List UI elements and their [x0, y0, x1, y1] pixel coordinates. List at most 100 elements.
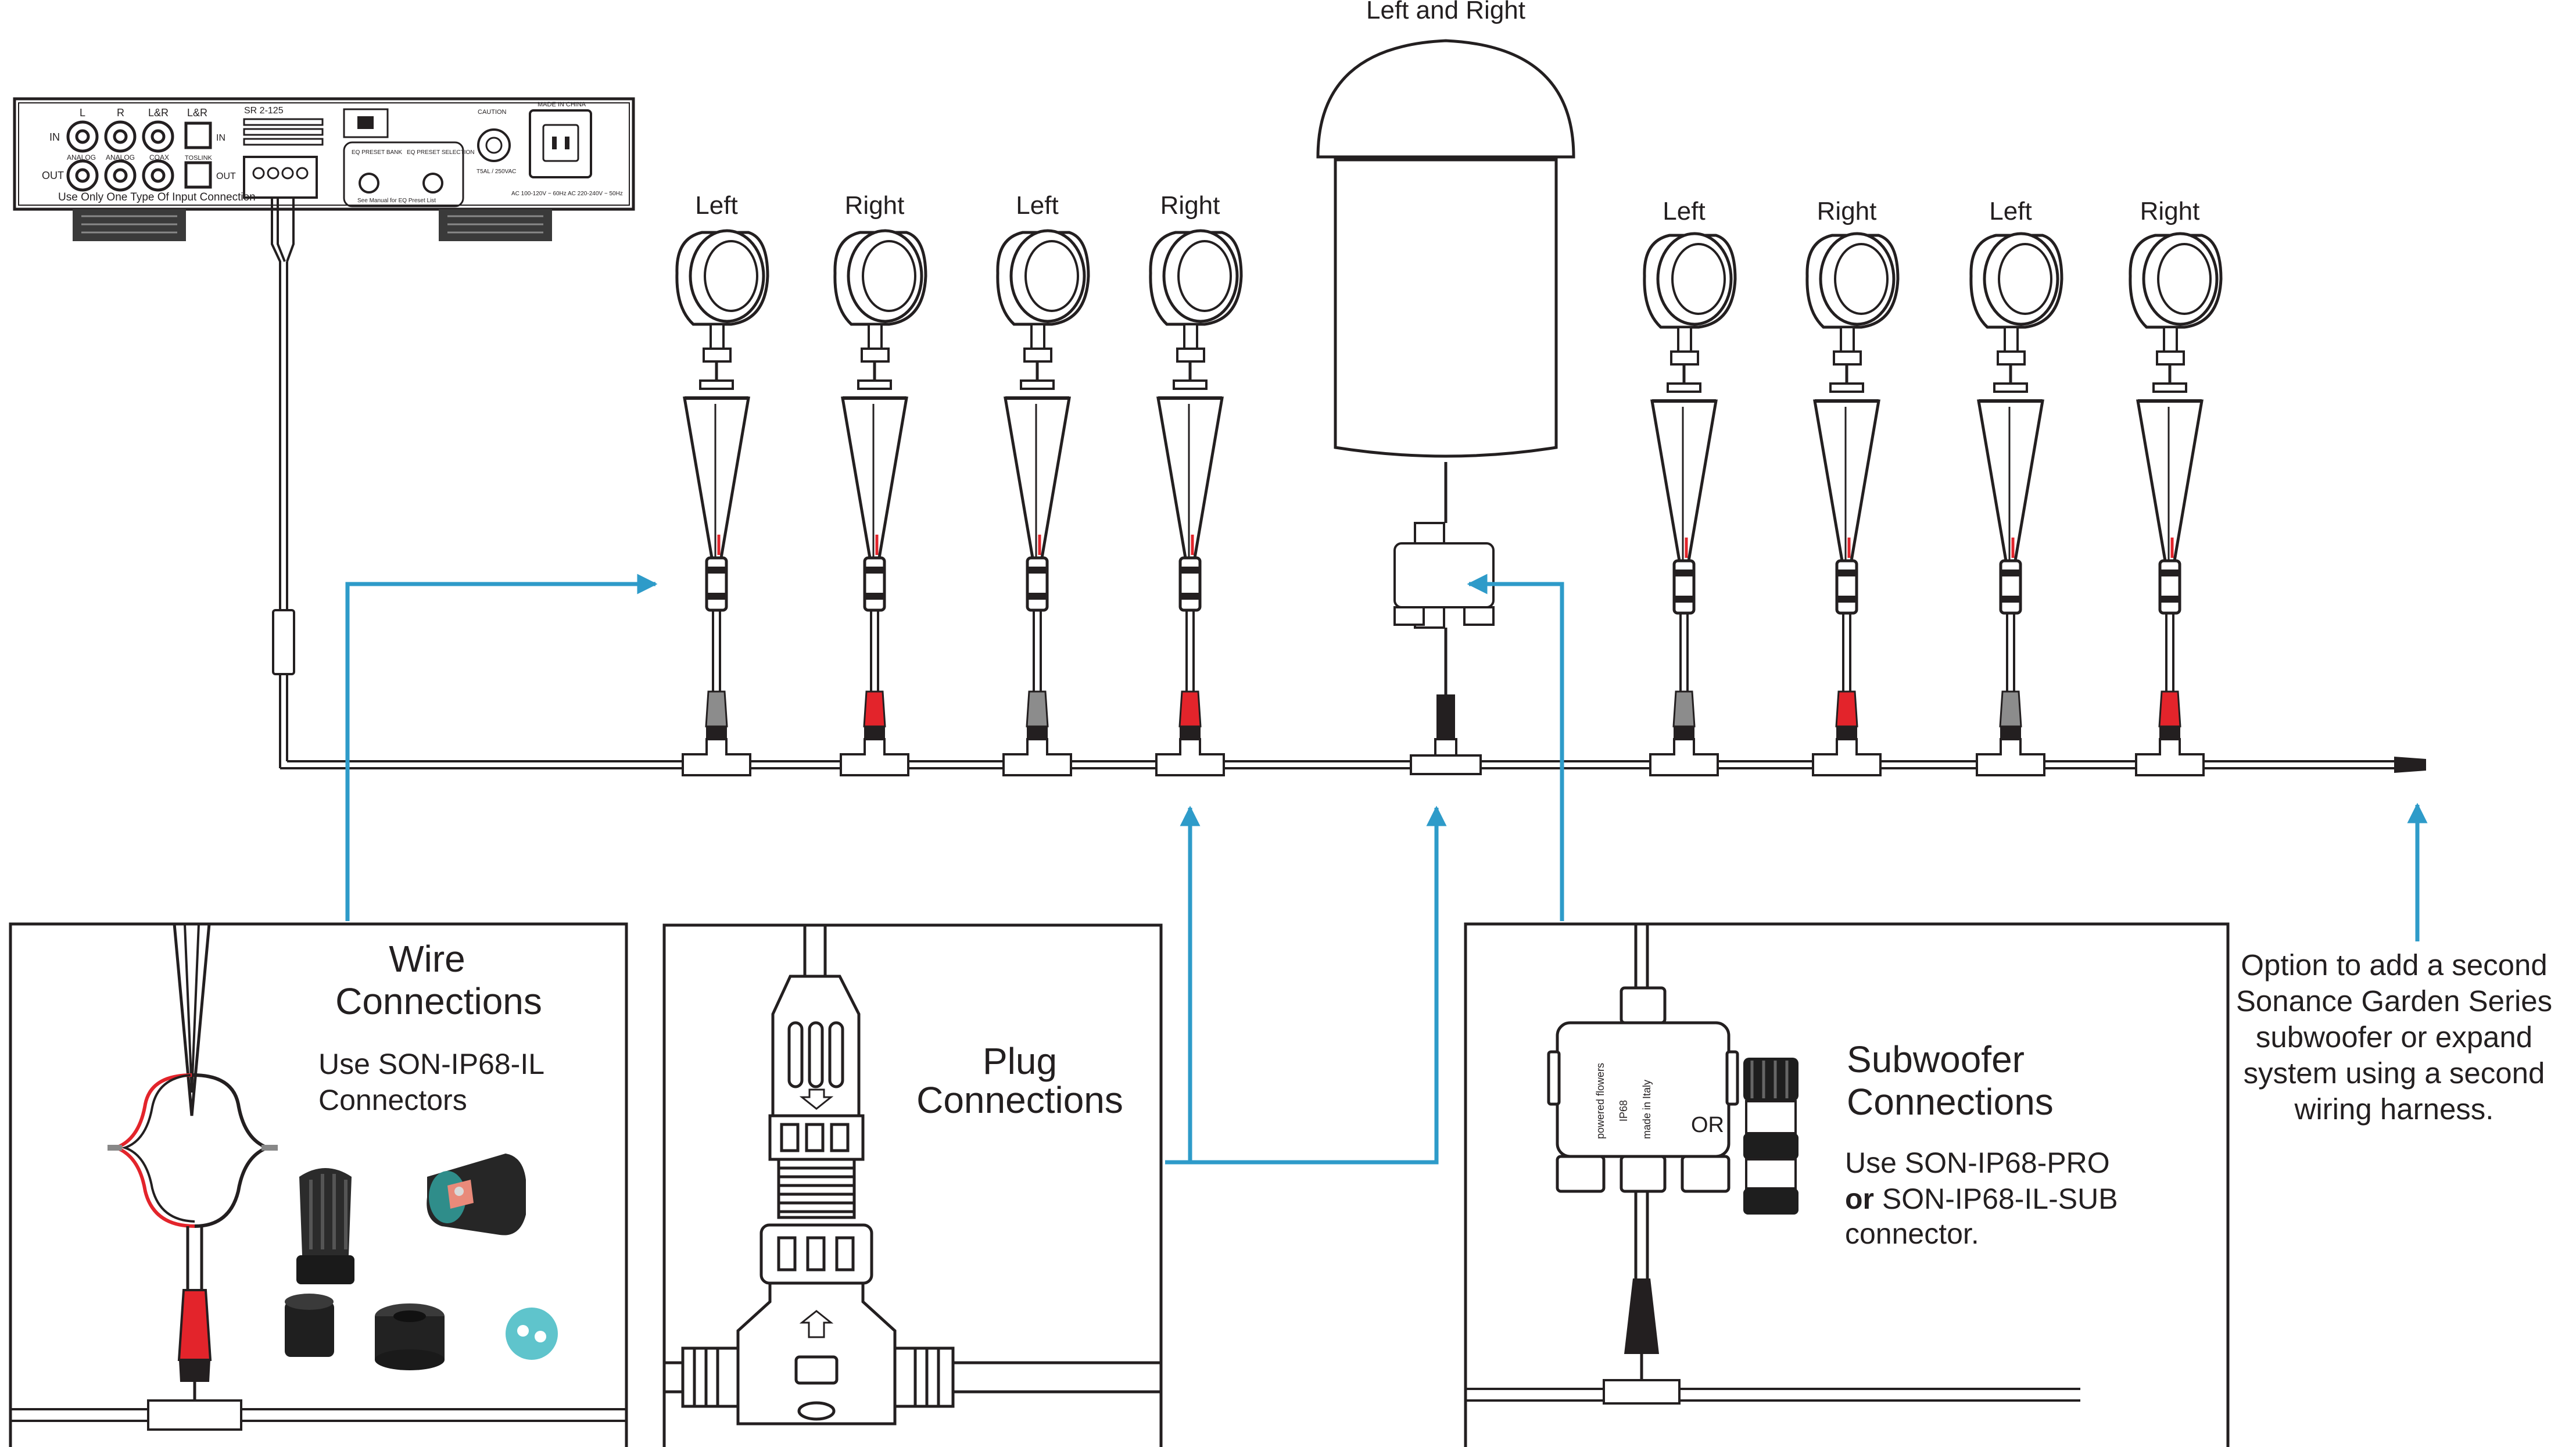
speaker-plug[interactable] — [2158, 690, 2181, 728]
option-note: Option to add a second Sonance Garden Se… — [2236, 948, 2552, 1126]
amp-label-analog: ANALOG — [67, 153, 96, 162]
speaker-inline-connector[interactable] — [1835, 559, 1858, 615]
eq-preset-knob[interactable] — [422, 173, 443, 194]
wire-note-1: Use SON-IP68-IL — [318, 1048, 544, 1080]
speaker-plug[interactable] — [1999, 690, 2022, 728]
sub-title-2: Connections — [1847, 1081, 2054, 1123]
amp-switch[interactable] — [343, 108, 389, 138]
amp-label-out: OUT — [42, 170, 64, 181]
amp-power-rating: AC 100-120V ~ 60Hz AC 220-240V ~ 50Hz — [511, 191, 623, 197]
speaker-4: Right — [1149, 191, 1243, 776]
speaker-inline-connector[interactable] — [1999, 559, 2022, 615]
speaker-stake — [1813, 399, 1880, 563]
speaker-stake — [841, 396, 908, 560]
option-note-line-1: Option to add a second — [2241, 948, 2547, 982]
option-note-line-5: wiring harness. — [2294, 1093, 2494, 1126]
panel-wire-connections: Wire Connections Use SON-IP68-IL Connect… — [9, 922, 628, 1447]
amp-speaker-terminals[interactable] — [243, 156, 318, 199]
sub-note-3: connector. — [1845, 1217, 1979, 1250]
speakers: Left Right Left Right Left Right Left Right — [675, 191, 2223, 776]
arrow-sub-connections — [1467, 574, 1564, 921]
speaker-label: Left — [695, 191, 737, 220]
subwoofer-plug[interactable] — [1436, 694, 1455, 740]
main-harness-cable — [280, 760, 2400, 769]
amp-eq-panel: EQ PRESET BANK EQ PRESET SELECTION See M… — [343, 141, 475, 207]
subwoofer: Left and Right — [1316, 0, 1575, 775]
speaker-label: Right — [1817, 197, 1877, 225]
or-label: OR — [1691, 1113, 1724, 1137]
amp-made-in: MADE IN CHINA — [538, 101, 586, 108]
amp-eq-bank: EQ PRESET BANK — [352, 149, 402, 156]
eq-bank-knob[interactable] — [359, 173, 379, 194]
amp-label-analog-2: ANALOG — [106, 153, 135, 162]
amp-footer-note: Use Only One Type Of Input Connection — [58, 191, 256, 203]
speaker-inline-connector[interactable] — [1026, 556, 1049, 612]
junction-made: made in Italy — [1641, 1080, 1653, 1139]
junction-brand: powered flowers — [1595, 1063, 1606, 1139]
arrow-wire-connections — [345, 574, 658, 921]
speaker-2: Right — [833, 191, 927, 776]
speaker-label: Right — [1160, 191, 1220, 220]
amp-label-in: IN — [49, 131, 60, 143]
amp-input-jacks[interactable] — [66, 120, 212, 192]
panel-plug-connections: Plug Connections — [662, 923, 1163, 1447]
sub-note-2-rest: SON-IP68-IL-SUB — [1874, 1183, 2118, 1215]
amplifier: L R L&R L&R IN OUT IN OUT ANALOG ANALOG … — [13, 97, 635, 241]
speaker-label: Left — [1989, 197, 2032, 225]
amp-model: SR 2-125 — [244, 106, 284, 116]
harness-end-cap — [2394, 757, 2426, 773]
option-note-line-3: subwoofer or expand — [2256, 1020, 2532, 1054]
speaker-plug[interactable] — [1672, 690, 1696, 728]
subwoofer-tee[interactable] — [1410, 738, 1482, 775]
speaker-plug[interactable] — [1026, 690, 1049, 728]
harness-tee[interactable] — [840, 738, 909, 776]
speaker-inline-connector[interactable] — [1672, 559, 1696, 615]
amp-label-in-2: IN — [216, 133, 225, 143]
amp-label-lr: L&R — [148, 107, 169, 119]
speaker-8: Right — [2129, 197, 2223, 776]
amp-fuse-rating: T5AL / 250VAC — [476, 169, 516, 175]
amp-label-r: R — [117, 107, 124, 119]
arrow-plug-to-sub — [1190, 805, 1447, 1165]
speaker-label: Right — [2140, 197, 2200, 225]
speaker-5: Left — [1643, 197, 1737, 776]
speaker-inline-connector[interactable] — [1178, 556, 1202, 612]
sub-note-or: or — [1845, 1183, 1874, 1215]
speaker-6: Right — [1805, 197, 1900, 776]
speaker-stake — [1004, 396, 1071, 560]
sub-note-2: or SON-IP68-IL-SUB — [1845, 1183, 2118, 1215]
amp-fuse[interactable] — [477, 128, 511, 162]
speaker-plug[interactable] — [705, 690, 728, 728]
speaker-inline-connector[interactable] — [2158, 559, 2181, 615]
speaker-inline-connector[interactable] — [705, 556, 728, 612]
speaker-stake — [1650, 399, 1718, 563]
speaker-plug[interactable] — [1178, 690, 1202, 728]
harness-tee[interactable] — [1649, 738, 1719, 776]
speaker-stake — [2136, 399, 2204, 563]
amp-caution: CAUTION — [478, 109, 507, 116]
amp-eq-note: See Manual for EQ Preset List — [357, 198, 436, 204]
junction-ip: IP68 — [1618, 1100, 1629, 1122]
speaker-plug[interactable] — [1835, 690, 1858, 728]
harness-tee[interactable] — [1002, 738, 1072, 776]
amp-power-inlet[interactable] — [529, 109, 592, 178]
harness-tee[interactable] — [1155, 738, 1225, 776]
wire-note-2: Connectors — [318, 1084, 467, 1116]
speaker-1: Left — [675, 191, 769, 776]
speaker-3: Left — [996, 191, 1090, 776]
speaker-inline-connector[interactable] — [863, 556, 886, 612]
harness-tee[interactable] — [2135, 738, 2205, 776]
harness-tee[interactable] — [1976, 738, 2045, 776]
callout-arrows — [345, 574, 2428, 1165]
panel-subwoofer-connections: powered flowers IP68 made in Italy OR Su… — [1464, 922, 2230, 1447]
son-ip68-il-sub-connector — [1743, 1058, 1798, 1215]
speaker-plug[interactable] — [863, 690, 886, 728]
amp-label-out-2: OUT — [216, 171, 236, 181]
option-note-line-4: system using a second — [2244, 1056, 2545, 1090]
speaker-stake — [1156, 396, 1224, 560]
amp-eq-preset: EQ PRESET SELECTION — [407, 149, 475, 156]
amp-label-toslink: TOSLINK — [185, 155, 213, 162]
harness-tee[interactable] — [1812, 738, 1882, 776]
harness-tee[interactable] — [682, 738, 751, 776]
sub-note-1: Use SON-IP68-PRO — [1845, 1147, 2110, 1179]
